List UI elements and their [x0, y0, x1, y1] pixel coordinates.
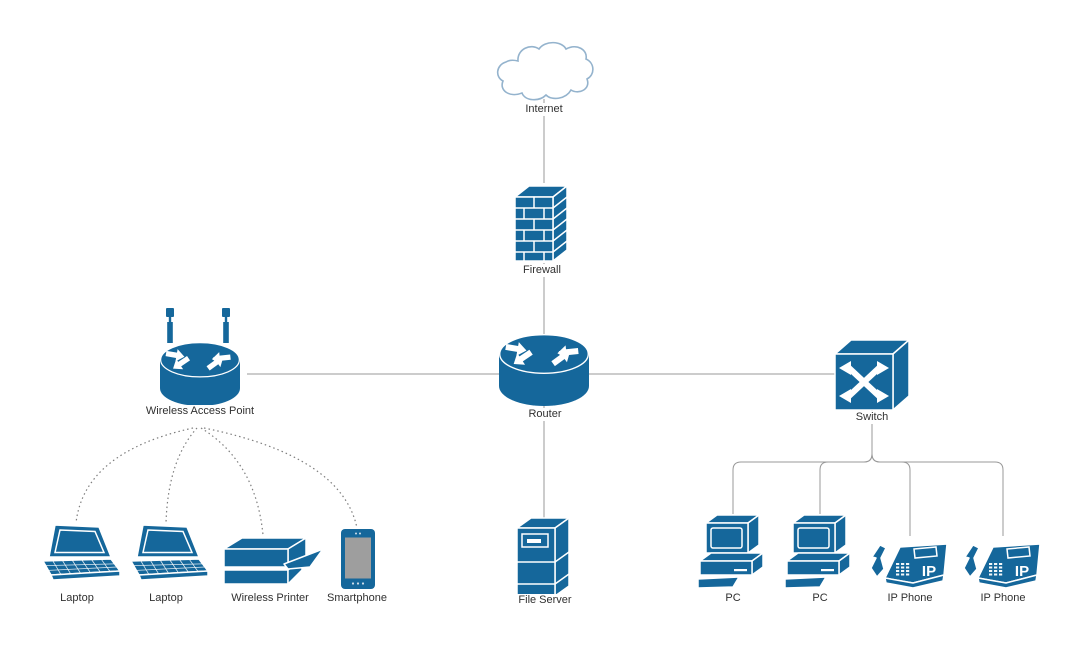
pc-icon: [785, 514, 851, 589]
switch-icon: [834, 339, 910, 411]
node-router[interactable]: [499, 334, 589, 406]
node-pc-1-label: PC: [722, 592, 744, 605]
node-laptop-1[interactable]: [36, 524, 120, 588]
edge-switch-ip-phone-2: [871, 410, 1004, 536]
node-wireless-printer-label: Wireless Printer: [228, 592, 312, 605]
node-internet[interactable]: [494, 40, 594, 102]
node-internet-label: Internet: [522, 103, 566, 116]
smartphone-icon: [341, 529, 375, 589]
printer-icon: [223, 537, 324, 585]
edge-wap-laptop-2: [165, 427, 198, 524]
node-file-server[interactable]: [516, 517, 571, 597]
node-firewall-label: Firewall: [520, 264, 564, 277]
node-smartphone[interactable]: [341, 529, 375, 589]
node-pc-2[interactable]: [785, 514, 857, 590]
node-pc-2-label: PC: [809, 592, 831, 605]
node-ip-phone-1[interactable]: IP: [871, 536, 951, 590]
node-pc-1[interactable]: [698, 514, 770, 590]
edge-switch-ip-phone-1: [871, 410, 911, 536]
node-switch[interactable]: [834, 338, 910, 411]
node-wireless-access-point[interactable]: [153, 308, 247, 406]
ip-phone-icon: IP: [964, 543, 1041, 589]
node-laptop-2[interactable]: [124, 524, 208, 588]
edge-wap-smartphone: [203, 427, 358, 529]
node-switch-label: Switch: [852, 411, 892, 424]
node-laptop-1-label: Laptop: [57, 592, 97, 605]
router-icon: [499, 334, 589, 406]
node-router-label: Router: [525, 408, 565, 421]
firewall-icon: [514, 185, 568, 262]
node-ip-phone-1-label: IP Phone: [884, 592, 936, 605]
node-file-server-label: File Server: [515, 594, 575, 607]
cloud-icon: [496, 41, 594, 101]
edge-wap-laptop-1: [75, 427, 194, 524]
node-smartphone-label: Smartphone: [324, 592, 390, 605]
laptop-icon: [130, 524, 208, 581]
ip-phone-icon: IP: [871, 543, 948, 589]
wireless-access-point-icon: [153, 308, 247, 406]
laptop-icon: [42, 524, 120, 581]
node-wireless-access-point-label: Wireless Access Point: [142, 405, 258, 418]
file-server-icon: [516, 517, 570, 597]
node-wireless-printer[interactable]: [222, 536, 326, 588]
pc-icon: [698, 514, 764, 589]
node-ip-phone-2-label: IP Phone: [977, 592, 1029, 605]
node-laptop-2-label: Laptop: [146, 592, 186, 605]
edge-switch-pc-2: [819, 410, 873, 514]
ip-badge-text: IP: [1015, 563, 1029, 580]
node-firewall[interactable]: [514, 183, 569, 263]
ip-badge-text: IP: [922, 563, 936, 580]
node-ip-phone-2[interactable]: IP: [964, 536, 1044, 590]
edge-wap-wireless-printer: [200, 427, 264, 536]
